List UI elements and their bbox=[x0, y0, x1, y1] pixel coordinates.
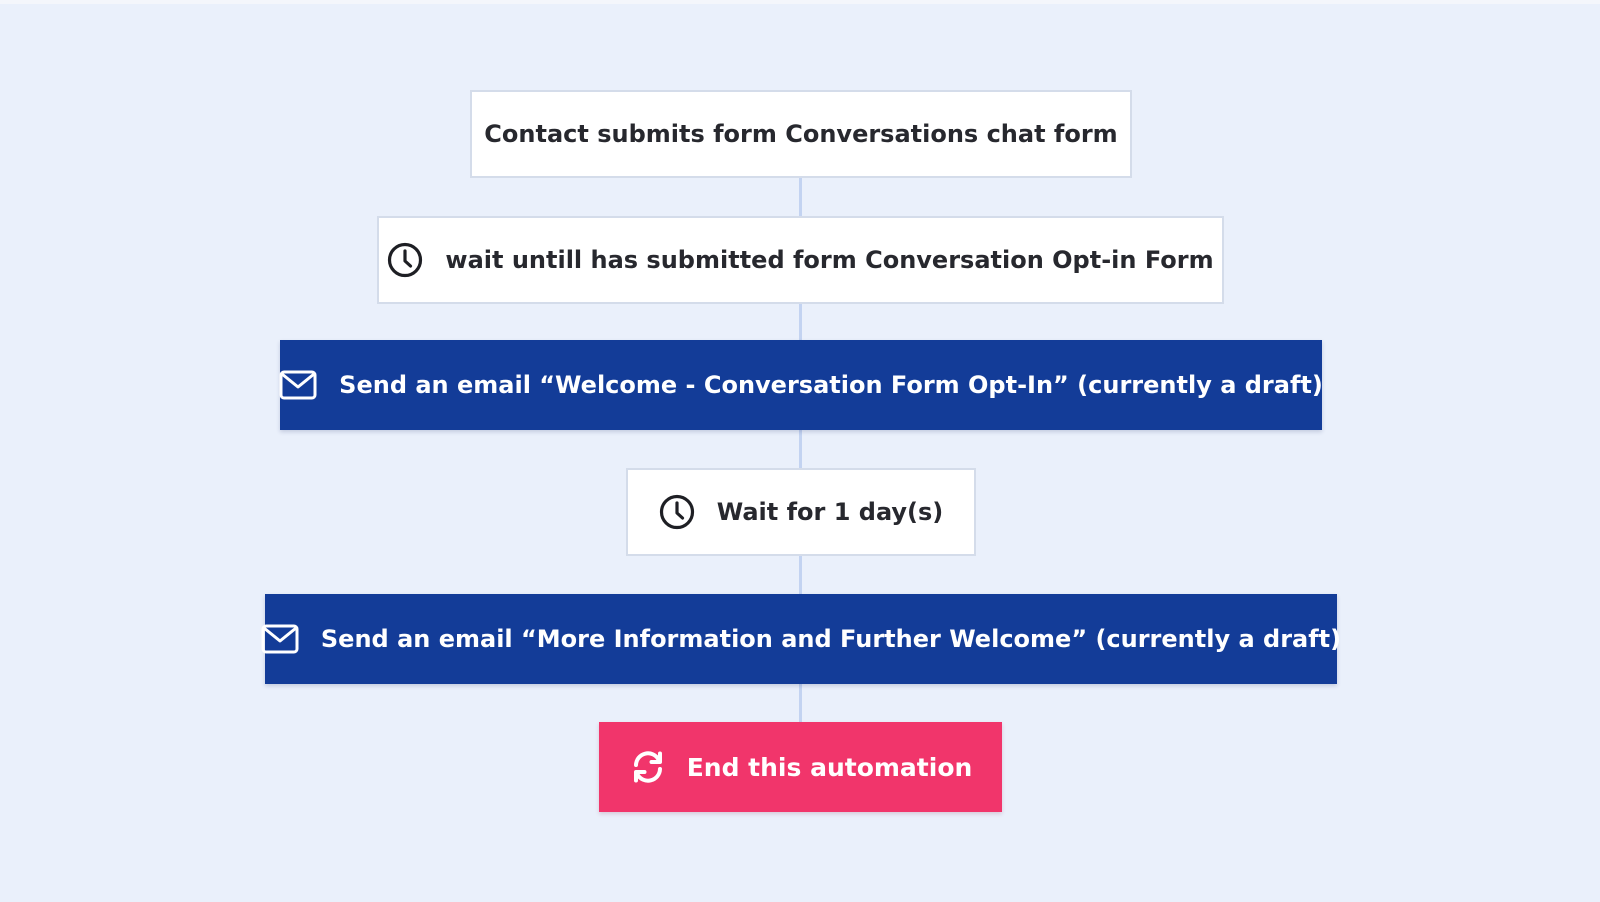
clock-icon bbox=[659, 494, 695, 530]
wait-until-node[interactable]: wait untill has submitted form Conversat… bbox=[377, 216, 1224, 304]
send-email-node[interactable]: Send an email “Welcome - Conversation Fo… bbox=[279, 340, 1323, 430]
wait-delay-label: Wait for 1 day(s) bbox=[716, 498, 944, 526]
trigger-node[interactable]: Contact submits form Conversations chat … bbox=[470, 90, 1132, 178]
connector-line bbox=[799, 430, 802, 468]
envelope-icon bbox=[261, 624, 299, 654]
connector-line bbox=[799, 556, 802, 594]
refresh-icon bbox=[629, 750, 667, 784]
connector-line bbox=[799, 304, 802, 340]
end-automation-label: End this automation bbox=[686, 752, 973, 782]
send-email-node[interactable]: Send an email “More Information and Furt… bbox=[261, 594, 1341, 684]
clock-icon bbox=[387, 242, 423, 278]
send-email-label: Send an email “More Information and Furt… bbox=[320, 625, 1342, 653]
wait-until-label: wait untill has submitted form Conversat… bbox=[445, 246, 1214, 274]
envelope-icon bbox=[279, 370, 317, 400]
end-automation-node[interactable]: End this automation bbox=[599, 722, 1002, 812]
connector-line bbox=[799, 684, 802, 722]
send-email-label: Send an email “Welcome - Conversation Fo… bbox=[339, 371, 1323, 399]
trigger-label: Contact submits form Conversations chat … bbox=[484, 120, 1118, 148]
top-edge bbox=[0, 0, 1600, 4]
wait-delay-node[interactable]: Wait for 1 day(s) bbox=[626, 468, 976, 556]
connector-line bbox=[799, 178, 802, 216]
